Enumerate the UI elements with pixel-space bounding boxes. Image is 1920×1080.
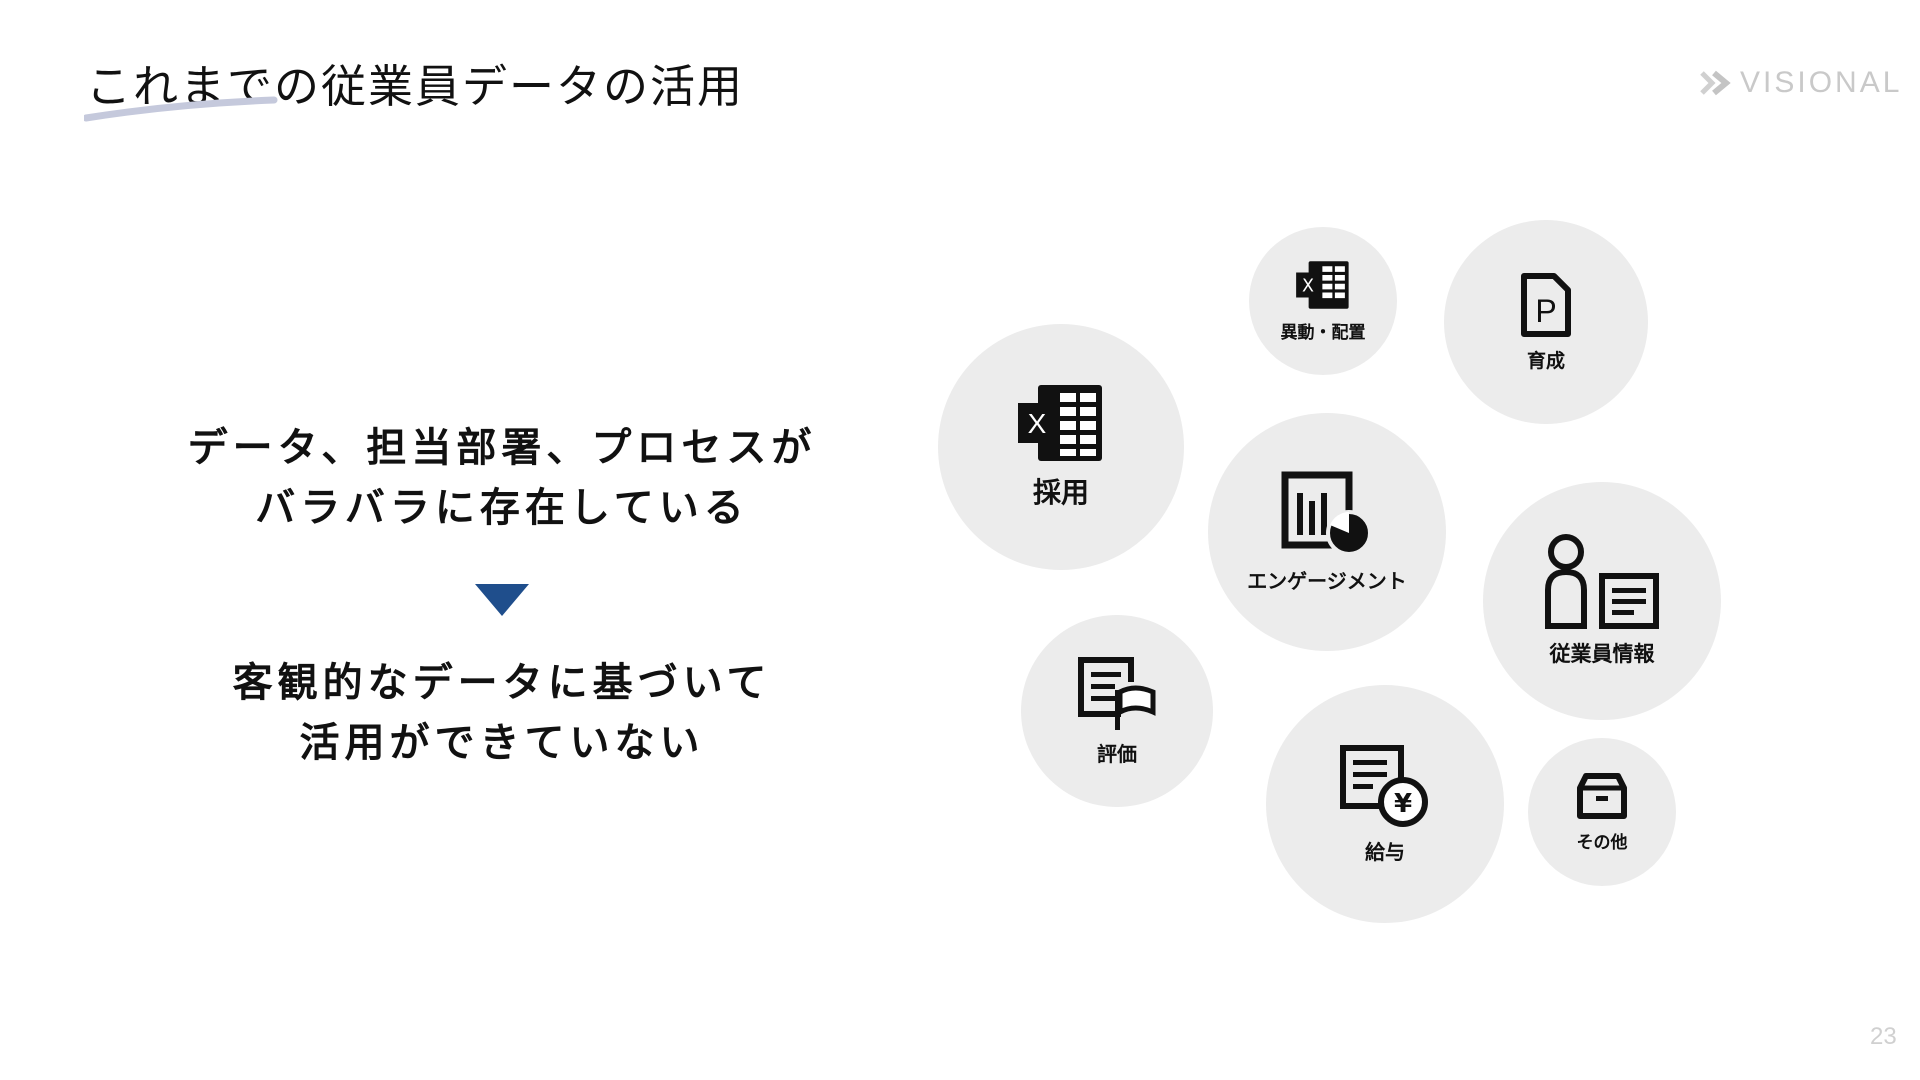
problem-line: データ、担当部署、プロセスが xyxy=(187,425,817,471)
bubble-payroll: ¥ 給与 xyxy=(1266,685,1504,923)
excel-icon: X xyxy=(1296,260,1349,309)
bubble-label: その他 xyxy=(1576,832,1628,853)
bubble-label: 異動・配置 xyxy=(1280,322,1366,343)
bubble-label: 評価 xyxy=(1097,741,1137,766)
title-underline-stroke xyxy=(84,96,278,122)
page-number: 23 xyxy=(1870,1023,1897,1050)
chart-report-icon xyxy=(1281,471,1372,556)
svg-text:X: X xyxy=(1302,276,1314,296)
result-line: 活用ができていない xyxy=(299,720,705,766)
svg-text:P: P xyxy=(1535,293,1556,329)
person-document-icon xyxy=(1545,534,1659,629)
result-line: 客観的なデータに基づいて xyxy=(232,660,772,706)
powerpoint-file-icon: P xyxy=(1521,272,1571,337)
bubble-label: エンゲージメント xyxy=(1247,568,1407,593)
bubble-recruitment: X 採用 xyxy=(938,324,1184,570)
chevron-logo-icon xyxy=(1700,70,1731,96)
bubble-evaluation: 評価 xyxy=(1021,615,1213,807)
visional-logo: VISIONAL xyxy=(1700,66,1902,100)
bubble-development: P 育成 xyxy=(1444,220,1648,424)
logo-text: VISIONAL xyxy=(1740,66,1903,99)
bubble-other: その他 xyxy=(1528,738,1676,886)
bubble-label: 給与 xyxy=(1365,839,1405,864)
bubble-engagement: エンゲージメント xyxy=(1208,413,1446,651)
svg-text:¥: ¥ xyxy=(1394,789,1412,819)
document-yen-icon: ¥ xyxy=(1340,744,1428,827)
excel-icon: X xyxy=(1018,385,1102,461)
problem-statement: データ、担当部署、プロセスが バラバラに存在している xyxy=(102,418,902,538)
bubble-employee-info: 従業員情報 xyxy=(1483,482,1721,720)
box-icon xyxy=(1577,772,1627,819)
svg-text:X: X xyxy=(1028,408,1047,439)
bubble-label: 育成 xyxy=(1526,349,1565,372)
bubble-label: 従業員情報 xyxy=(1549,642,1655,666)
bubble-label: 採用 xyxy=(1032,476,1089,509)
problem-line: バラバラに存在している xyxy=(255,485,749,531)
document-flag-icon xyxy=(1078,656,1156,730)
result-statement: 客観的なデータに基づいて 活用ができていない xyxy=(102,653,902,773)
bubble-transfer: X 異動・配置 xyxy=(1249,227,1397,375)
down-triangle-icon xyxy=(475,584,529,616)
